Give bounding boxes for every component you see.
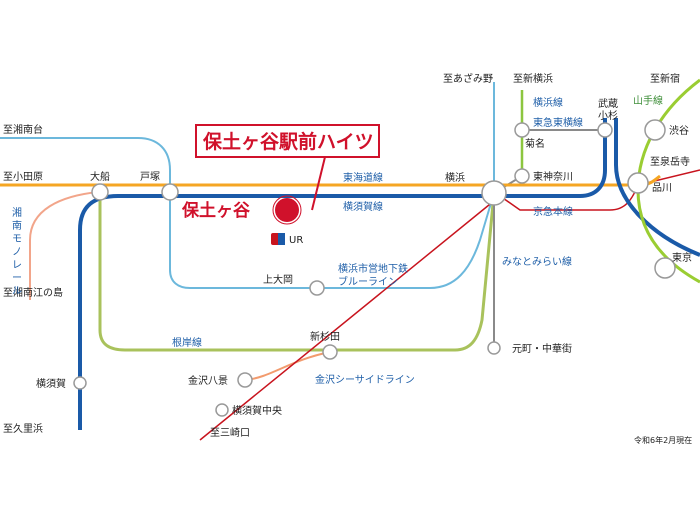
station-shibuya [644, 119, 666, 141]
line-label-yokosuka: 横須賀線 [343, 200, 383, 213]
line-label-shonan-monorail-7: ル [12, 286, 22, 297]
station-hodogaya-marker-ring [272, 195, 302, 225]
label-shinagawa: 品川 [652, 182, 672, 194]
direction-shonan-enoshima: 至湘南江の島 [3, 286, 63, 299]
station-totsuka [161, 183, 179, 201]
direction-shinyokohama: 至新横浜 [513, 72, 553, 85]
label-kanazawa-hakkei: 金沢八景 [188, 374, 228, 387]
line-label-shonan-monorail-5: レ [12, 260, 22, 271]
label-kikuna: 菊名 [525, 137, 545, 150]
line-blue-line [0, 137, 495, 289]
direction-sengakuji: 至泉岳寺 [650, 155, 690, 168]
property-callout-box [195, 124, 380, 158]
line-label-keikyu: 京急本線 [533, 205, 573, 218]
line-label-toyoko: 東急東横線 [533, 116, 583, 129]
label-motomachi: 元町・中華街 [512, 342, 572, 355]
line-label-shonan-monorail-1: 湘 [12, 206, 22, 219]
footnote-date: 令和6年2月現在 [634, 435, 692, 445]
station-kikuna [514, 122, 530, 138]
line-label-yamanote: 山手線 [633, 94, 663, 107]
line-label-blue-line-2: ブルーライン [338, 275, 398, 288]
ur-logo-text: UR [289, 235, 303, 246]
station-yokosuka [73, 376, 87, 390]
line-label-shonan-monorail-2: 南 [12, 219, 22, 232]
station-tokyo [654, 257, 676, 279]
label-yokohama: 横浜 [445, 171, 465, 184]
label-totsuka: 戸塚 [140, 171, 160, 183]
ur-logo-icon [271, 233, 285, 245]
station-ofuna [91, 183, 109, 201]
line-negishi [98, 190, 496, 352]
station-shinsugita [322, 344, 338, 360]
station-shinagawa [627, 172, 649, 194]
direction-odawara: 至小田原 [3, 171, 43, 183]
station-motomachi [487, 341, 501, 355]
highlight-station-name: 保土ヶ谷 [181, 200, 251, 221]
line-keikyu [199, 169, 700, 441]
line-label-shonan-monorail-3: モ [12, 234, 22, 245]
station-yokosuka-chuo [215, 403, 229, 417]
station-hodogaya-marker [275, 198, 299, 222]
line-label-minatomirai: みなとみらい線 [502, 255, 572, 268]
direction-azamino: 至あざみ野 [443, 72, 493, 85]
label-yokosuka: 横須賀 [36, 377, 66, 390]
line-label-yokohama: 横浜線 [533, 96, 563, 109]
station-kanazawa-hakkei [237, 372, 253, 388]
direction-kurihama: 至久里浜 [3, 423, 43, 435]
direction-shinjuku: 至新宿 [650, 72, 680, 85]
label-shibuya: 渋谷 [669, 124, 689, 137]
label-yokosuka-chuo: 横須賀中央 [232, 404, 282, 417]
line-label-seaside: 金沢シーサイドライン [315, 373, 415, 386]
line-label-shonan-monorail-4: ノ [12, 247, 22, 258]
line-yokosuka-tokyo [614, 118, 700, 257]
label-ofuna: 大船 [90, 170, 110, 183]
direction-misakiguchi: 至三崎口 [210, 426, 250, 439]
label-musashikosugi-1: 武蔵 [598, 97, 618, 110]
station-higashikanagawa [514, 168, 530, 184]
station-musashikosugi [597, 122, 613, 138]
station-kamiooka [309, 280, 325, 296]
line-yokosuka [78, 118, 607, 430]
label-musashikosugi-2: 小杉 [598, 109, 618, 122]
line-label-tokaido: 東海道線 [343, 171, 383, 184]
label-higashikanagawa: 東神奈川 [533, 170, 573, 183]
callout-pointer [311, 156, 326, 211]
line-label-blue-line-1: 横浜市営地下鉄 [338, 262, 408, 275]
line-shonan-monorail [29, 191, 99, 300]
label-kamiooka: 上大岡 [263, 273, 293, 286]
property-name: 保土ヶ谷駅前ハイツ [202, 130, 374, 153]
direction-shonandai: 至湘南台 [3, 123, 43, 136]
label-shinsugita: 新杉田 [310, 330, 340, 343]
station-yokohama [481, 180, 507, 206]
line-label-negishi: 根岸線 [172, 336, 202, 349]
line-label-shonan-monorail-6: ー [12, 273, 22, 284]
label-tokyo: 東京 [672, 251, 692, 264]
